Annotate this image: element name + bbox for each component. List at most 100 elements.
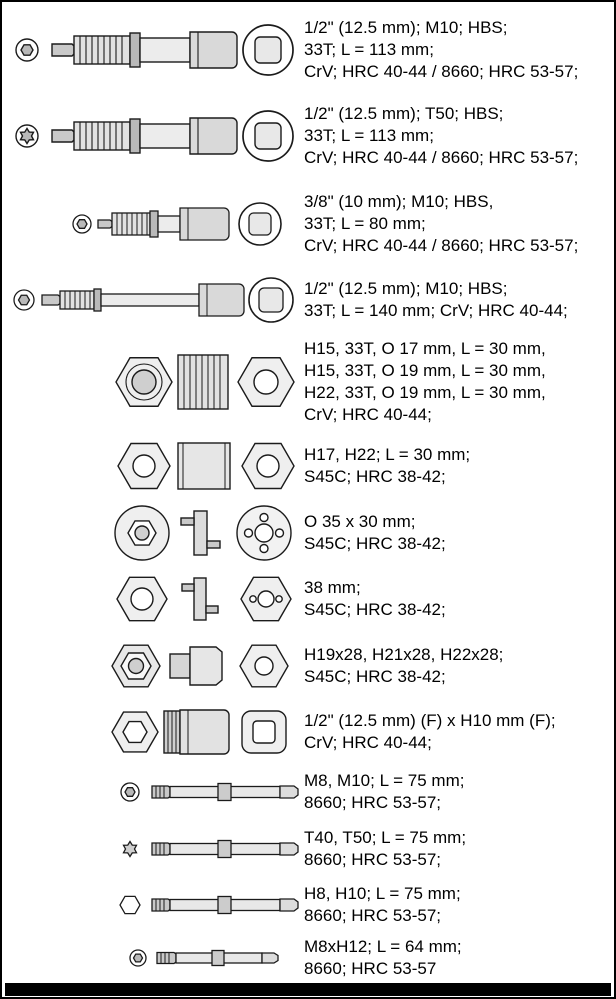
bit-rod-icon xyxy=(151,895,299,915)
hex-nut-back-icon xyxy=(241,442,295,490)
spec-line: CrV; HRC 40-44 / 8660; HRC 53-57; xyxy=(304,236,579,255)
spline-bit-short-illustration xyxy=(129,949,279,967)
pin-key-icon xyxy=(180,510,221,556)
spec-line: 1/2" (12.5 mm); M10; HBS; xyxy=(304,279,508,298)
spec-line: H19x28, H21x28, H22x28; xyxy=(304,645,504,664)
spec-line: H17, H22; L = 30 mm; xyxy=(304,445,471,464)
bolt-flange-icon xyxy=(236,505,292,561)
tool-row: M8, M10; L = 75 mm; 8660; HRC 53-57; xyxy=(2,764,614,820)
spec-text: O 35 x 30 mm; S45C; HRC 38-42; xyxy=(304,511,614,555)
spec-line: S45C; HRC 38-42; xyxy=(304,600,446,619)
tool-drawing-round-flange xyxy=(2,502,304,564)
spec-line: H8, H10; L = 75 mm; xyxy=(304,884,461,903)
hexagon-icon xyxy=(119,895,141,915)
spec-line: 3/8" (10 mm); M10; HBS, xyxy=(304,192,494,211)
spec-line: 1/2" (12.5 mm); M10; HBS; xyxy=(304,18,508,37)
hex-in-circle-icon xyxy=(13,289,35,311)
hex-in-circle-icon xyxy=(120,782,140,802)
hex-nut-back-icon xyxy=(237,356,295,407)
tool-drawing-hex-bit-socket-small xyxy=(2,191,304,257)
spec-line: CrV; HRC 40-44; xyxy=(304,733,432,752)
hex-in-circle-icon xyxy=(129,949,147,967)
spec-text: 38 mm; S45C; HRC 38-42; xyxy=(304,577,614,621)
spec-text: 1/2" (12.5 mm); M10; HBS; 33T; L = 140 m… xyxy=(304,278,614,322)
spline-cylinder-icon xyxy=(177,353,229,410)
hex-flange-illustration xyxy=(116,576,292,622)
spline-bit-illustration xyxy=(120,782,299,802)
spec-line: H15, 33T, O 19 mm, L = 30 mm, xyxy=(304,361,546,380)
spec-text: H15, 33T, O 17 mm, L = 30 mm, H15, 33T, … xyxy=(304,338,614,426)
bit-rod-icon xyxy=(151,782,299,802)
spline-inserts-illustration xyxy=(115,353,295,410)
tool-row: 38 mm; S45C; HRC 38-42; xyxy=(2,566,614,632)
tool-row: T40, T50; L = 75 mm; 8660; HRC 53-57; xyxy=(2,820,614,877)
round-hex-socket-icon xyxy=(114,505,170,561)
spec-line: S45C; HRC 38-42; xyxy=(304,667,446,686)
tool-row: H17, H22; L = 30 mm; S45C; HRC 38-42; xyxy=(2,432,614,500)
tool-row: 1/2" (12.5 mm); M10; HBS; 33T; L = 140 m… xyxy=(2,268,614,332)
square-drive-end-icon xyxy=(238,202,282,246)
torx-bit-socket-illustration xyxy=(15,110,294,162)
spec-line: 33T; L = 113 mm; xyxy=(304,126,434,145)
spec-line: S45C; HRC 38-42; xyxy=(304,467,446,486)
square-drive-end-icon xyxy=(248,277,294,323)
tool-drawing-square-hex-adapter xyxy=(2,703,304,761)
torx-icon xyxy=(122,839,138,858)
spec-line: CrV; HRC 40-44; xyxy=(304,405,432,424)
tool-drawing-hex-bit xyxy=(2,881,304,929)
hex-socket-front-icon xyxy=(111,711,159,753)
square-drive-end-icon xyxy=(242,24,294,76)
spec-text: 1/2" (12.5 mm); T50; HBS; 33T; L = 113 m… xyxy=(304,103,614,169)
torx-bit-illustration xyxy=(122,839,299,858)
spec-text: M8, M10; L = 75 mm; 8660; HRC 53-57; xyxy=(304,770,614,814)
hex-bit-socket-illustration xyxy=(15,24,294,76)
spec-text: M8xH12; L = 64 mm; 8660; HRC 53-57 xyxy=(304,936,614,980)
hex-insert-illustration xyxy=(117,442,295,490)
spec-line: 33T; L = 140 mm; CrV; HRC 40-44; xyxy=(304,301,568,320)
spec-line: 8660; HRC 53-57; xyxy=(304,793,442,812)
spec-line: 8660; HRC 53-57; xyxy=(304,906,442,925)
tool-row: H19x28, H21x28, H22x28; S45C; HRC 38-42; xyxy=(2,632,614,700)
stepped-adapter-side-icon xyxy=(169,646,223,686)
spec-line: M8, M10; L = 75 mm; xyxy=(304,771,465,790)
hex-nut-back-icon xyxy=(239,644,289,688)
tool-drawing-spline-inserts xyxy=(2,335,304,430)
spec-line: H22, 33T, O 19 mm, L = 30 mm, xyxy=(304,383,546,402)
torx-in-circle-icon xyxy=(15,124,39,148)
tool-row: 1/2" (12.5 mm) (F) x H10 mm (F); CrV; HR… xyxy=(2,700,614,764)
tool-drawing-stepped-hex xyxy=(2,637,304,695)
tool-row: 1/2" (12.5 mm); T50; HBS; 33T; L = 113 m… xyxy=(2,92,614,180)
spec-line: H15, 33T, O 17 mm, L = 30 mm, xyxy=(304,339,546,358)
hex-flange-back-icon xyxy=(240,576,292,622)
spec-text: H17, H22; L = 30 mm; S45C; HRC 38-42; xyxy=(304,444,614,488)
hex-in-circle-icon xyxy=(72,214,92,234)
spec-line: O 35 x 30 mm; xyxy=(304,512,416,531)
spec-text: H19x28, H21x28, H22x28; S45C; HRC 38-42; xyxy=(304,644,614,688)
tool-drawing-hex-bit-socket-long xyxy=(2,272,304,328)
spec-line: 33T; L = 80 mm; xyxy=(304,214,426,233)
footer-bar xyxy=(5,983,611,996)
spec-text: H8, H10; L = 75 mm; 8660; HRC 53-57; xyxy=(304,883,614,927)
spec-line: S45C; HRC 38-42; xyxy=(304,534,446,553)
double-hex-front-icon xyxy=(111,644,161,688)
spec-line: T40, T50; L = 75 mm; xyxy=(304,827,467,847)
round-flange-illustration xyxy=(114,505,292,561)
spec-line: CrV; HRC 40-44 / 8660; HRC 53-57; xyxy=(304,148,579,167)
tool-row: H8, H10; L = 75 mm; 8660; HRC 53-57; xyxy=(2,877,614,933)
spec-text: 1/2" (12.5 mm); M10; HBS; 33T; L = 113 m… xyxy=(304,17,614,83)
spec-line: 38 mm; xyxy=(304,578,361,597)
spec-text: 1/2" (12.5 mm) (F) x H10 mm (F); CrV; HR… xyxy=(304,710,614,754)
tool-drawing-torx-bit xyxy=(2,825,304,873)
bit-rod-icon xyxy=(151,839,299,858)
tool-drawing-hex-insert xyxy=(2,435,304,497)
hex-in-circle-icon xyxy=(15,38,39,62)
square-drive-back-icon xyxy=(241,710,287,754)
spec-line: 8660; HRC 53-57; xyxy=(304,849,442,869)
spec-text: 3/8" (10 mm); M10; HBS, 33T; L = 80 mm; … xyxy=(304,191,614,257)
tool-row: H15, 33T, O 17 mm, L = 30 mm, H15, 33T, … xyxy=(2,332,614,432)
spec-line: M8xH12; L = 64 mm; xyxy=(304,937,462,956)
spec-line: 1/2" (12.5 mm) (F) x H10 mm (F); xyxy=(304,711,556,730)
tool-drawing-spline-bit xyxy=(2,768,304,816)
tool-drawing-hex-flange xyxy=(2,570,304,628)
